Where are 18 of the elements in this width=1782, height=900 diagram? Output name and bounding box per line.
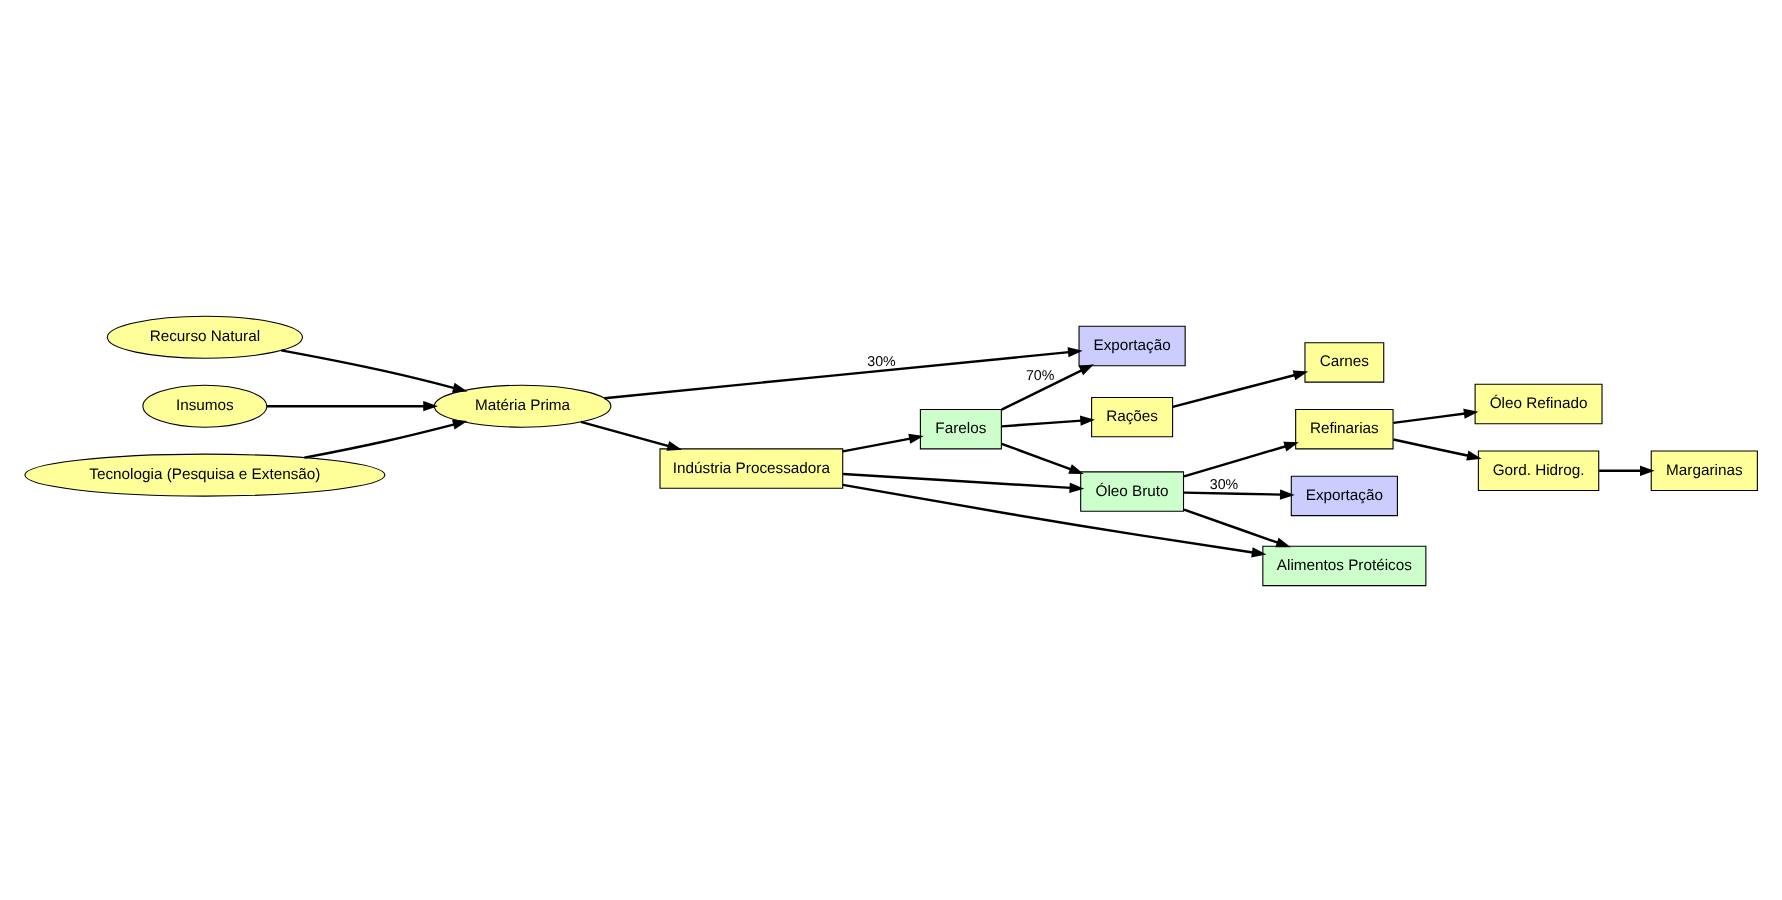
arrow: [1599, 464, 1655, 475]
arrow: [1184, 488, 1295, 499]
arrow: [842, 432, 924, 452]
arrow: [843, 471, 1085, 492]
arrow: [1001, 414, 1095, 427]
arrow: [842, 482, 1267, 557]
arrow: [266, 400, 438, 411]
arrow: [1183, 507, 1291, 547]
arrow: [1172, 369, 1309, 407]
arrow: [1183, 440, 1299, 477]
arrow: [1393, 407, 1479, 424]
arrow: [1393, 437, 1482, 460]
arrow: [1001, 441, 1084, 474]
arrow: [280, 348, 468, 392]
arrow: [604, 346, 1083, 399]
arrow: [304, 418, 468, 458]
arrow: [1001, 363, 1094, 410]
arrow: [580, 419, 682, 450]
